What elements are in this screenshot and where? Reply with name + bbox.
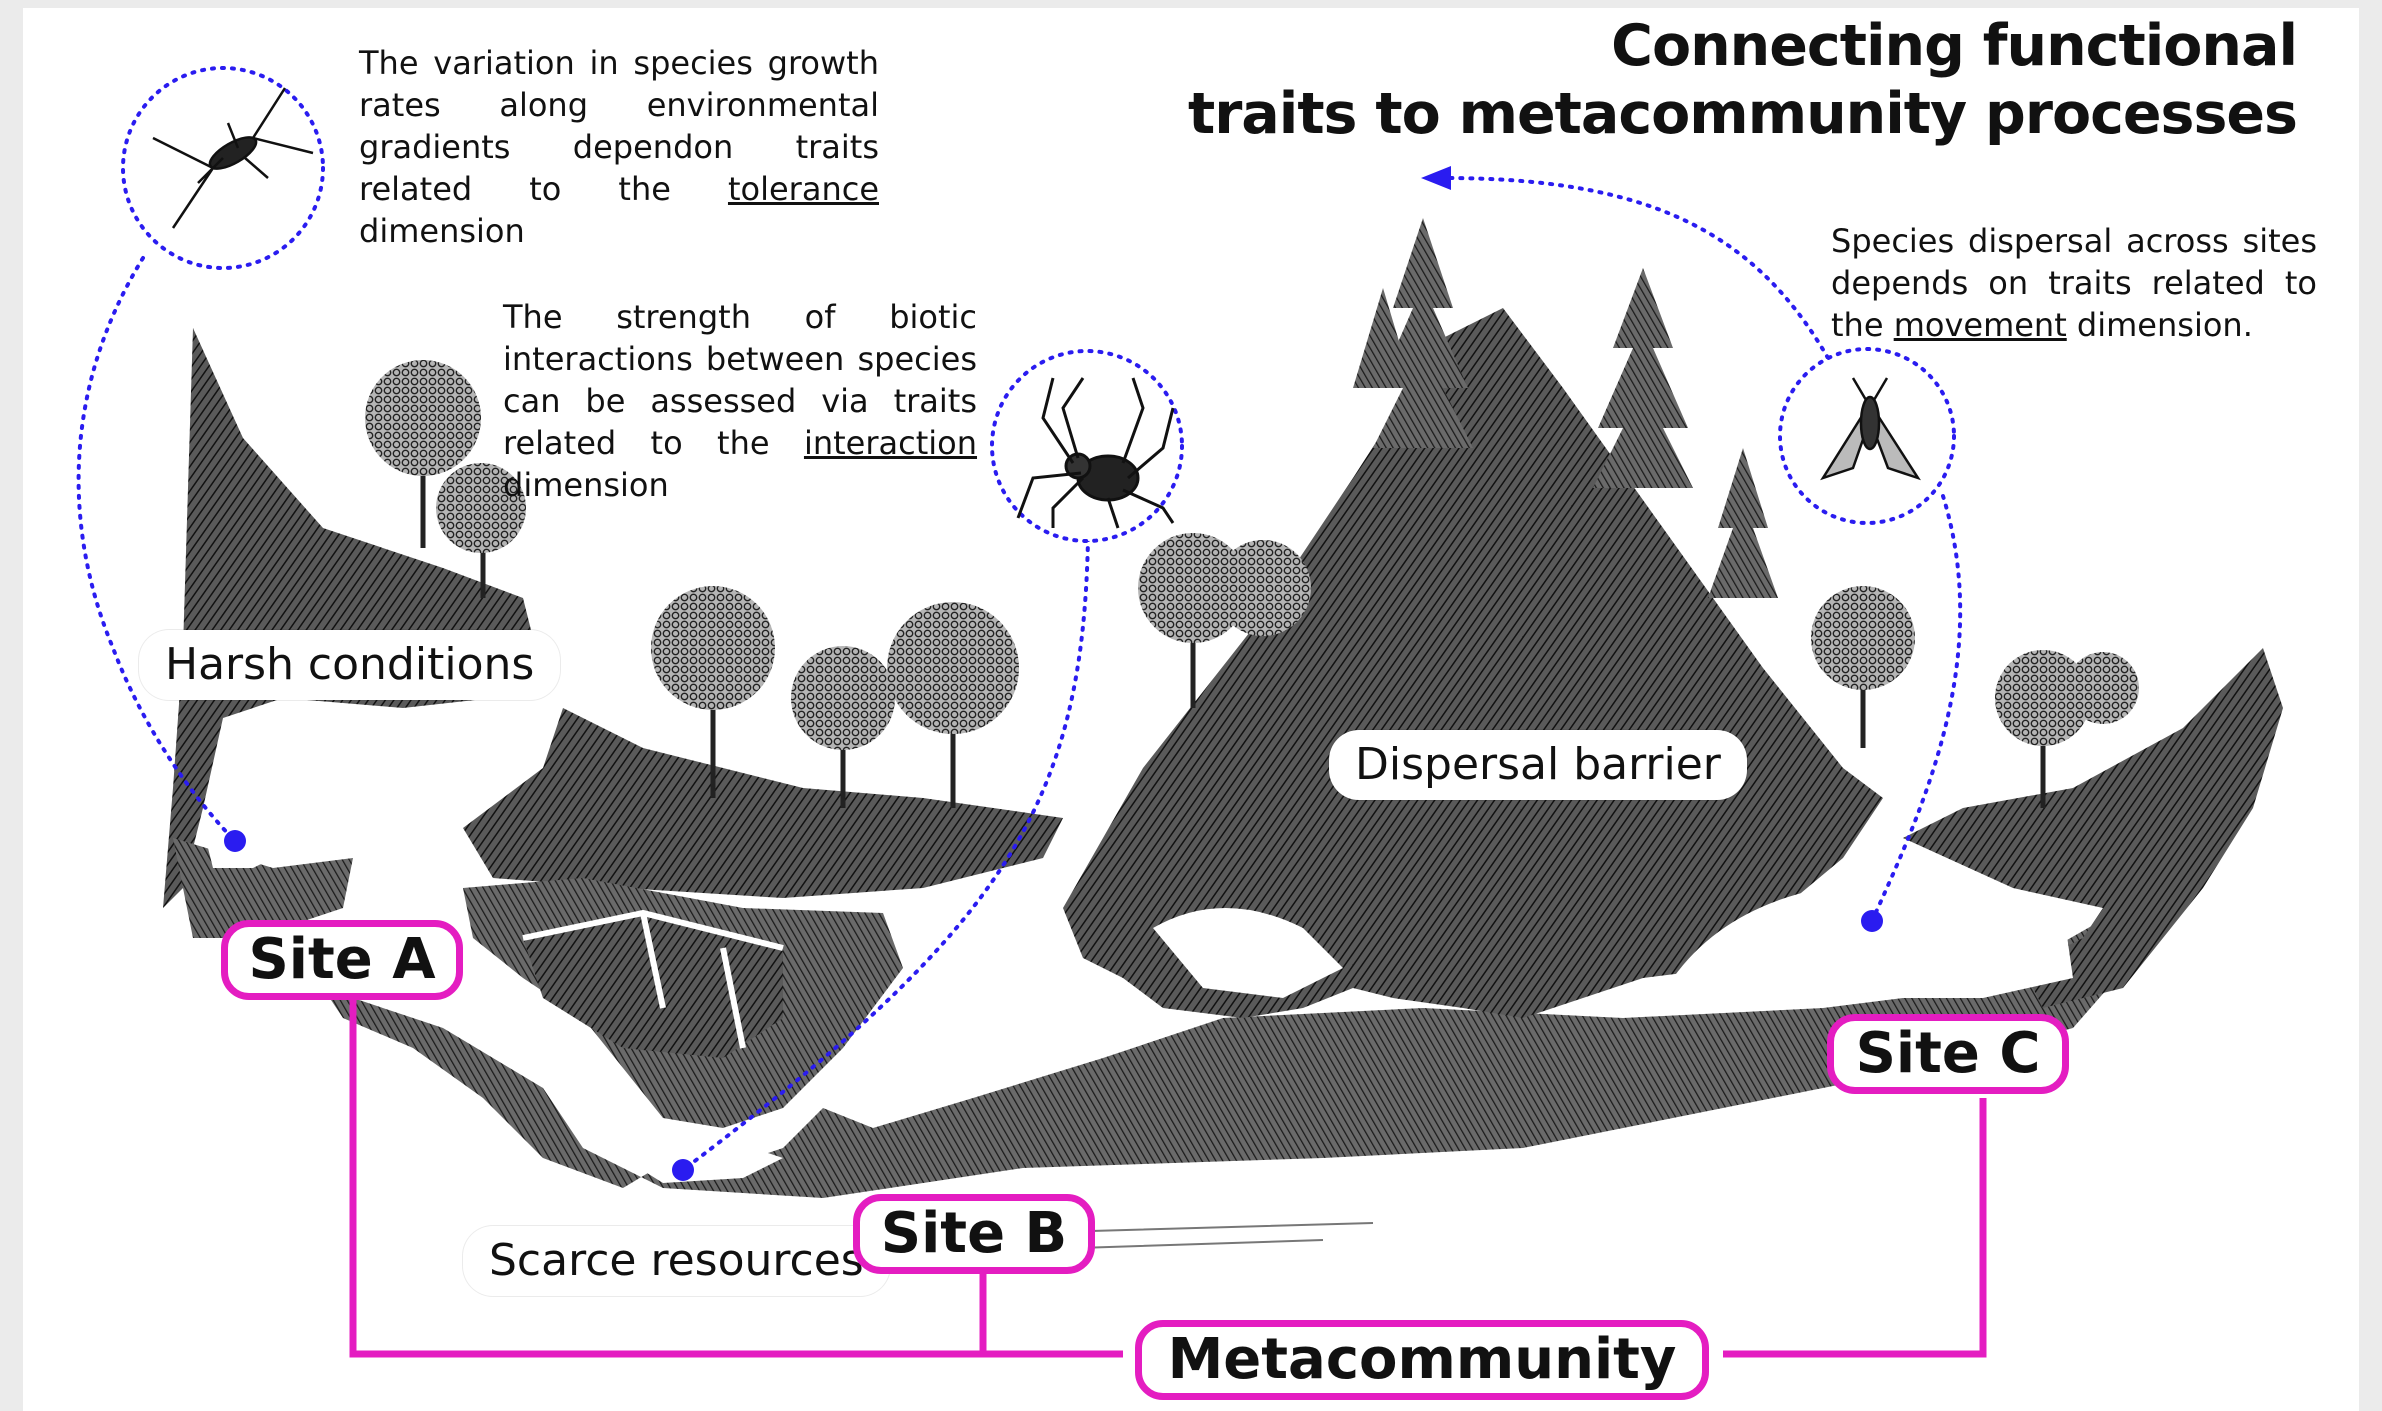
plateau-left xyxy=(463,708,1063,898)
movement-note-suffix: dimension. xyxy=(2067,306,2253,344)
arrowhead-icon xyxy=(1421,166,1451,190)
diagram-canvas: Connecting functional traits to metacomm… xyxy=(23,8,2359,1411)
site-a-hollow xyxy=(203,810,293,868)
site-a-label: Site A xyxy=(221,920,463,1000)
tolerance-note: The variation in species growth rates al… xyxy=(359,42,879,252)
title-line-2: traits to metacommunity processes xyxy=(1188,80,2297,148)
title-line-1: Connecting functional xyxy=(1188,12,2297,80)
harsh-conditions-label: Harsh conditions xyxy=(139,630,560,700)
diagram-title: Connecting functional traits to metacomm… xyxy=(1188,12,2297,148)
site-b-label: Site B xyxy=(853,1194,1095,1274)
dispersal-barrier-label: Dispersal barrier xyxy=(1329,730,1747,800)
scarce-resources-label: Scarce resources xyxy=(463,1226,890,1296)
site-c-label: Site C xyxy=(1827,1014,2069,1094)
movement-note: Species dispersal across sites depends o… xyxy=(1831,220,2317,346)
metacommunity-label: Metacommunity xyxy=(1135,1320,1709,1400)
movement-link: movement xyxy=(1894,306,2067,344)
interaction-note: The strength of biotic interactions betw… xyxy=(503,296,977,506)
interaction-link: interaction xyxy=(804,424,977,462)
interaction-note-suffix: dimension xyxy=(503,466,669,504)
tolerance-note-suffix: dimension xyxy=(359,212,525,250)
tolerance-link: tolerance xyxy=(728,170,879,208)
